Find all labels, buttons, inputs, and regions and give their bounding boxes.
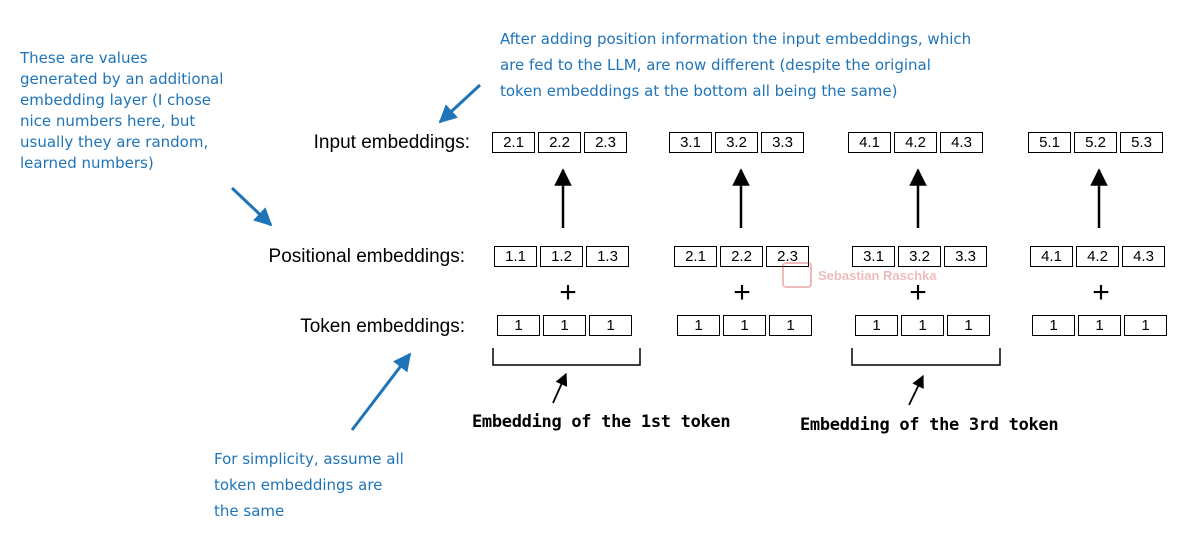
- embedding-cell: 3.2: [715, 132, 758, 153]
- note-line: are fed to the LLM, are now different (d…: [500, 56, 931, 74]
- note-input-info: After adding position information the in…: [500, 26, 971, 104]
- note-line: generated by an additional: [20, 70, 224, 88]
- note-positional-values: These are values generated by an additio…: [20, 48, 223, 174]
- embedding-cell: 1: [677, 315, 720, 336]
- embedding-cell: 4.2: [894, 132, 937, 153]
- positional-embedding-group-4: 4.1 4.2 4.3: [1030, 246, 1165, 267]
- annotation-arrow-icon: [230, 186, 273, 227]
- embedding-cell: 4.3: [1122, 246, 1165, 267]
- embedding-cell: 3.3: [944, 246, 987, 267]
- embedding-cell: 3.2: [898, 246, 941, 267]
- embedding-cell: 2.2: [720, 246, 763, 267]
- embedding-cell: 3.1: [852, 246, 895, 267]
- watermark: Sebastian Raschka: [782, 262, 937, 288]
- note-line: learned numbers): [20, 154, 154, 172]
- note-line: For simplicity, assume all: [214, 450, 404, 468]
- note-token-same: For simplicity, assume all token embeddi…: [214, 446, 404, 524]
- embedding-cell: 5.2: [1074, 132, 1117, 153]
- plus-sign: +: [1092, 276, 1110, 309]
- embedding-cell: 4.1: [1030, 246, 1073, 267]
- embedding-cell: 1: [769, 315, 812, 336]
- embedding-cell: 1.3: [586, 246, 629, 267]
- embedding-cell: 1.2: [540, 246, 583, 267]
- note-line: token embeddings at the bottom all being…: [500, 82, 898, 100]
- note-line: After adding position information the in…: [500, 30, 972, 48]
- embedding-cell: 1: [901, 315, 944, 336]
- embedding-cell: 1: [723, 315, 766, 336]
- token-embedding-group-1: 1 1 1: [497, 315, 632, 336]
- plus-sign: +: [733, 276, 751, 309]
- label-input-embeddings: Input embeddings:: [313, 132, 470, 153]
- embedding-cell: 1: [1124, 315, 1167, 336]
- embedding-cell: 4.3: [940, 132, 983, 153]
- note-line: nice numbers here, but: [20, 112, 196, 130]
- embedding-cell: 2.2: [538, 132, 581, 153]
- embedding-cell: 2.3: [766, 246, 809, 267]
- embedding-cell: 1: [589, 315, 632, 336]
- watermark-text: Sebastian Raschka: [818, 267, 937, 283]
- embedding-cell: 5.3: [1120, 132, 1163, 153]
- token-embedding-group-4: 1 1 1: [1032, 315, 1167, 336]
- input-embedding-group-3: 4.1 4.2 4.3: [848, 132, 983, 153]
- bracket-third-token: [851, 348, 1001, 366]
- embedding-cell: 1: [1078, 315, 1121, 336]
- embedding-cell: 1: [1032, 315, 1075, 336]
- token-embedding-group-2: 1 1 1: [677, 315, 812, 336]
- embedding-cell: 2.1: [674, 246, 717, 267]
- embedding-cell: 3.3: [761, 132, 804, 153]
- token-embedding-group-3: 1 1 1: [855, 315, 990, 336]
- positional-embedding-group-1: 1.1 1.2 1.3: [494, 246, 629, 267]
- positional-embedding-group-2: 2.1 2.2 2.3: [674, 246, 809, 267]
- embedding-cell: 3.1: [669, 132, 712, 153]
- note-line: usually they are random,: [20, 133, 209, 151]
- positional-embedding-group-3: 3.1 3.2 3.3: [852, 246, 987, 267]
- embedding-cell: 4.2: [1076, 246, 1119, 267]
- label-token-embeddings: Token embeddings:: [300, 316, 465, 337]
- note-line: embedding layer (I chose: [20, 91, 212, 109]
- embedding-cell: 1: [543, 315, 586, 336]
- embedding-cell: 2.1: [492, 132, 535, 153]
- embedding-cell: 4.1: [848, 132, 891, 153]
- watermark-logo-icon: [782, 262, 812, 288]
- embedding-cell: 1: [947, 315, 990, 336]
- caption-third-token: Embedding of the 3rd token: [800, 415, 1059, 435]
- embedding-cell: 1: [855, 315, 898, 336]
- caption-first-token: Embedding of the 1st token: [472, 412, 731, 432]
- embedding-cell: 2.3: [584, 132, 627, 153]
- annotation-arrow-icon: [350, 352, 412, 431]
- note-line: token embeddings are: [214, 476, 383, 494]
- input-embedding-group-1: 2.1 2.2 2.3: [492, 132, 627, 153]
- bracket-first-token: [492, 348, 641, 366]
- embedding-cell: 1: [497, 315, 540, 336]
- embedding-cell: 5.1: [1028, 132, 1071, 153]
- annotation-arrow-icon: [438, 83, 482, 124]
- input-embedding-group-4: 5.1 5.2 5.3: [1028, 132, 1163, 153]
- note-line: These are values: [20, 49, 148, 67]
- plus-sign: +: [559, 276, 577, 309]
- label-positional-embeddings: Positional embeddings:: [268, 246, 465, 267]
- note-line: the same: [214, 502, 285, 520]
- caption-arrow-icon: [908, 374, 924, 406]
- embedding-cell: 1.1: [494, 246, 537, 267]
- plus-sign: +: [909, 276, 927, 309]
- input-embedding-group-2: 3.1 3.2 3.3: [669, 132, 804, 153]
- caption-arrow-icon: [552, 372, 568, 404]
